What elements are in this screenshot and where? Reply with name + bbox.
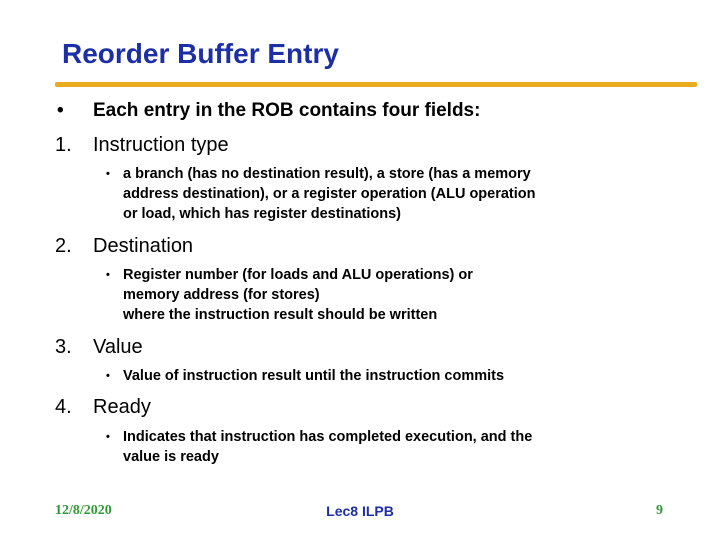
slide-title: Reorder Buffer Entry <box>62 38 339 69</box>
item-4-heading-row: 4. Ready <box>0 395 720 419</box>
item-3-number: 3. <box>55 336 72 358</box>
intro-bullet-row: • Each entry in the ROB contains four fi… <box>0 100 720 122</box>
item-1-heading-row: 1. Instruction type <box>0 133 720 157</box>
item-1-heading: Instruction type <box>93 134 229 156</box>
item-3-detail: Value of instruction result until the in… <box>123 368 505 384</box>
item-3-detail-row: • Value of instruction result until the … <box>0 366 720 386</box>
sub-bullet-icon: • <box>106 168 110 180</box>
item-2-heading: Destination <box>93 235 194 257</box>
sub-bullet-icon: • <box>106 431 110 443</box>
item-3-heading-row: 3. Value <box>0 335 720 359</box>
item-3-heading: Value <box>93 336 143 358</box>
sub-bullet-icon: • <box>106 269 110 281</box>
footer-page-number: 9 <box>656 503 663 518</box>
item-1-detail: a branch (has no destination result), a … <box>123 166 536 222</box>
title-underline-rule <box>55 82 697 87</box>
bullet-icon: • <box>57 100 64 121</box>
item-2-number: 2. <box>55 235 72 257</box>
item-4-detail: Indicates that instruction has completed… <box>123 429 533 465</box>
sub-bullet-icon: • <box>106 370 110 382</box>
footer-date: 12/8/2020 <box>55 503 112 518</box>
item-1-detail-row: • a branch (has no destination result), … <box>0 164 720 224</box>
item-4-detail-row: • Indicates that instruction has complet… <box>0 427 720 467</box>
item-2-heading-row: 2. Destination <box>0 234 720 258</box>
item-4-heading: Ready <box>93 396 151 418</box>
item-1-number: 1. <box>55 134 72 156</box>
footer-course-label: Lec8 ILPB <box>326 503 394 519</box>
item-4-number: 4. <box>55 396 72 418</box>
item-2-detail-row: • Register number (for loads and ALU ope… <box>0 265 720 325</box>
item-2-detail: Register number (for loads and ALU opera… <box>123 267 473 323</box>
intro-bullet-text: Each entry in the ROB contains four fiel… <box>93 100 481 121</box>
